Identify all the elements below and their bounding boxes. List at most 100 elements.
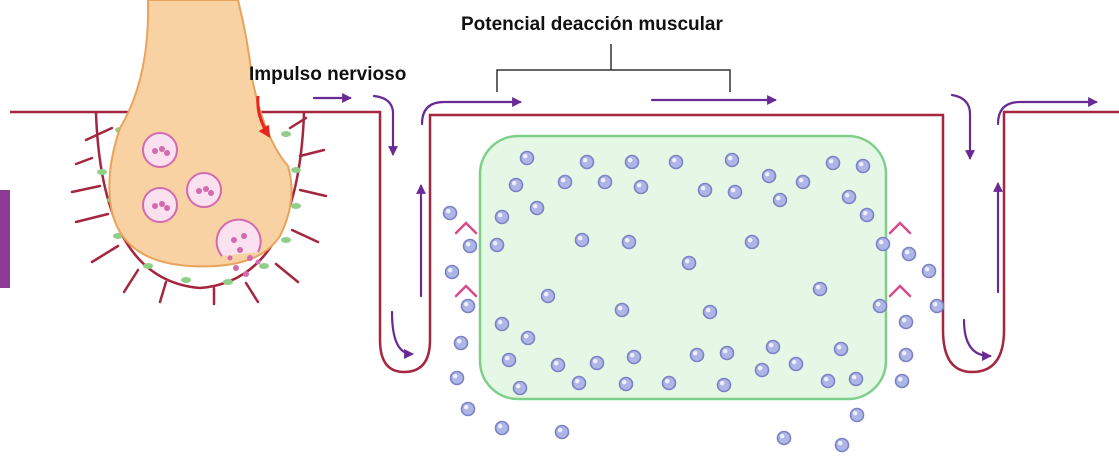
- ion-particle: [719, 345, 735, 361]
- ion-highlight: [498, 213, 503, 218]
- ion-highlight: [859, 162, 864, 167]
- axon-terminal-body: [108, 0, 293, 268]
- ion-highlight: [533, 204, 538, 209]
- ion-highlight: [902, 351, 907, 356]
- nerve-terminal: [70, 0, 328, 306]
- ion-particle: [508, 177, 524, 193]
- ion-particle: [820, 373, 836, 389]
- ion-highlight: [493, 241, 498, 246]
- ion-highlight: [618, 306, 623, 311]
- channel-marks: [454, 221, 912, 298]
- ion-particle: [512, 380, 528, 396]
- ion-particle: [621, 234, 637, 250]
- ion-highlight: [524, 334, 529, 339]
- ion-particle: [520, 330, 536, 346]
- ion-highlight: [898, 377, 903, 382]
- ion-particle: [772, 192, 788, 208]
- ion-particle: [579, 154, 595, 170]
- muscle-fiber: [478, 134, 888, 401]
- ion-highlight: [685, 259, 690, 264]
- ion-particle: [697, 182, 713, 198]
- ion-highlight: [824, 377, 829, 382]
- ion-highlight: [672, 158, 677, 163]
- ion-highlight: [723, 349, 728, 354]
- ion-highlight: [498, 424, 503, 429]
- ion-highlight: [446, 209, 451, 214]
- ion-particle: [614, 302, 630, 318]
- ion-highlight: [575, 379, 580, 384]
- ion-particle: [727, 184, 743, 200]
- action-potential-label: Potencial deacción muscular: [461, 14, 723, 35]
- ion-highlight: [701, 186, 706, 191]
- ion-particle: [765, 339, 781, 355]
- ion-highlight: [852, 375, 857, 380]
- ion-particle: [795, 174, 811, 190]
- ion-highlight: [637, 183, 642, 188]
- ion-particle: [812, 281, 828, 297]
- ion-particle: [501, 352, 517, 368]
- ion-highlight: [601, 178, 606, 183]
- ion-highlight: [593, 359, 598, 364]
- ion-highlight: [466, 242, 471, 247]
- ion-particle: [597, 174, 613, 190]
- ion-particle: [702, 304, 718, 320]
- ion-particle: [898, 314, 914, 330]
- ion-particle: [453, 335, 469, 351]
- ion-highlight: [758, 366, 763, 371]
- ion-highlight: [505, 356, 510, 361]
- ion-highlight: [933, 302, 938, 307]
- ion-highlight: [578, 236, 583, 241]
- ion-particle: [825, 155, 841, 171]
- ion-highlight: [731, 188, 736, 193]
- ion-particle: [849, 407, 865, 423]
- ion-highlight: [516, 384, 521, 389]
- ion-highlight: [706, 308, 711, 313]
- ion-particle: [624, 154, 640, 170]
- ion-highlight: [720, 381, 725, 386]
- ion-particle: [489, 237, 505, 253]
- ion-particle: [449, 370, 465, 386]
- ion-particle: [776, 430, 792, 446]
- ion-highlight: [845, 193, 850, 198]
- ion-particle: [633, 179, 649, 195]
- ion-particle: [550, 357, 566, 373]
- ion-particle: [689, 347, 705, 363]
- ion-particle: [571, 375, 587, 391]
- ion-particle: [744, 234, 760, 250]
- ion-particle: [442, 205, 458, 221]
- impulse-arrow: [256, 95, 271, 139]
- ion-highlight: [925, 267, 930, 272]
- ion-particle: [460, 401, 476, 417]
- ion-particle: [848, 371, 864, 387]
- ion-highlight: [628, 158, 633, 163]
- nerve-impulse-label: Impulso nervioso: [249, 64, 407, 85]
- ion-particle: [754, 362, 770, 378]
- ion-particle: [460, 298, 476, 314]
- ion-particle: [462, 238, 478, 254]
- ion-particle: [661, 375, 677, 391]
- ion-highlight: [523, 154, 528, 159]
- ion-particle: [681, 255, 697, 271]
- ion-particle: [626, 349, 642, 365]
- ion-particle: [855, 158, 871, 174]
- ion-highlight: [792, 360, 797, 365]
- ion-highlight: [905, 250, 910, 255]
- ion-highlight: [728, 156, 733, 161]
- ion-particle: [859, 207, 875, 223]
- title-bracket: [496, 44, 731, 92]
- ion-highlight: [693, 351, 698, 356]
- ion-highlight: [464, 405, 469, 410]
- ion-highlight: [838, 441, 843, 446]
- ion-highlight: [776, 196, 781, 201]
- fusing-vesicle: [215, 218, 262, 257]
- ion-highlight: [625, 238, 630, 243]
- ion-highlight: [780, 434, 785, 439]
- ion-particle: [898, 347, 914, 363]
- synaptic-vesicles: [142, 132, 262, 277]
- ion-highlight: [448, 268, 453, 273]
- ion-particle: [668, 154, 684, 170]
- ion-particle: [574, 232, 590, 248]
- direction-arrows: [312, 93, 1098, 361]
